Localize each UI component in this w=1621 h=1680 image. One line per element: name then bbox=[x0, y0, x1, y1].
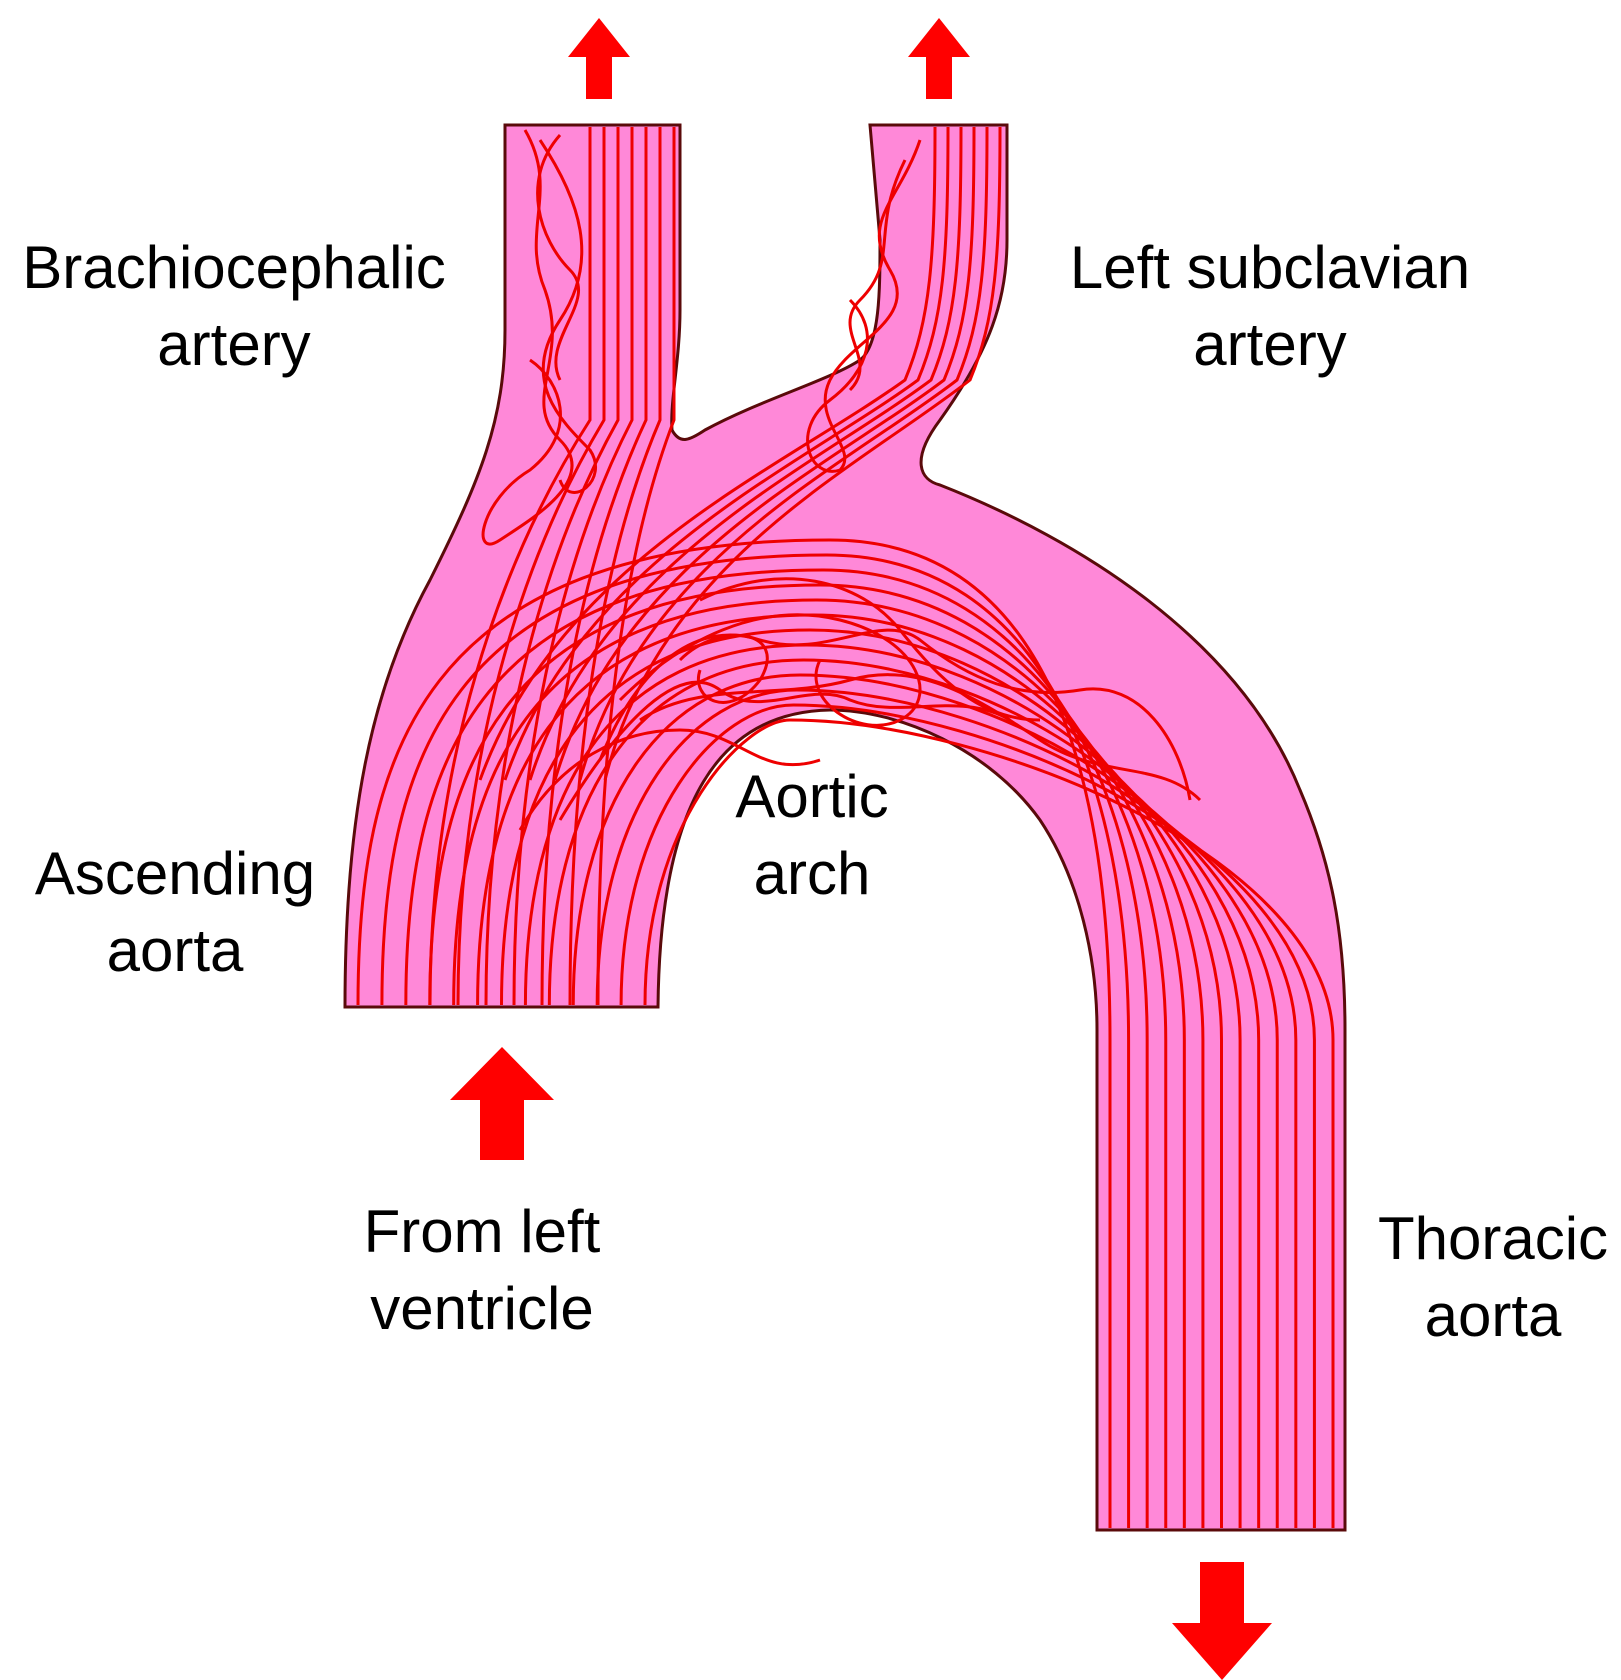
streamline bbox=[523, 643, 1242, 1528]
streamline bbox=[484, 127, 620, 1006]
label-aortic-arch: Aortic arch bbox=[735, 763, 889, 907]
streamline bbox=[404, 568, 1149, 1528]
streamline bbox=[571, 673, 1279, 1528]
streamline bbox=[596, 127, 676, 1006]
streamline bbox=[428, 127, 592, 1006]
streamline bbox=[568, 127, 662, 1006]
streamline bbox=[528, 126, 963, 781]
streamline bbox=[619, 703, 1316, 1528]
arrow-down-thoracic bbox=[1172, 1562, 1272, 1680]
label-left-subclavian-artery: Left subclavian artery bbox=[1069, 234, 1471, 378]
streamline bbox=[478, 126, 937, 781]
streamline bbox=[503, 126, 950, 781]
turbulent-swirls bbox=[481, 129, 1202, 831]
label-from-left-ventricle: From left ventricle bbox=[363, 1198, 601, 1342]
streamline bbox=[603, 126, 1002, 781]
streamlines-branches bbox=[428, 126, 1002, 1006]
label-thoracic-aorta: Thoracic aorta bbox=[1377, 1205, 1609, 1349]
streamline bbox=[512, 127, 634, 1006]
streamline bbox=[452, 598, 1186, 1528]
arrow-up-from-ventricle bbox=[450, 1047, 554, 1160]
label-brachiocephalic-artery: Brachiocephalic artery bbox=[22, 234, 446, 378]
streamline bbox=[547, 658, 1261, 1528]
streamline bbox=[578, 126, 989, 781]
streamline bbox=[540, 127, 648, 1006]
streamline bbox=[380, 553, 1131, 1528]
streamline bbox=[456, 127, 606, 1006]
streamline bbox=[553, 126, 976, 781]
streamline bbox=[428, 583, 1168, 1528]
arrow-up-left-subclavian bbox=[908, 18, 970, 99]
arrow-up-brachiocephalic bbox=[568, 18, 630, 99]
streamline bbox=[595, 688, 1298, 1528]
label-ascending-aorta: Ascending aorta bbox=[34, 840, 316, 984]
streamline bbox=[356, 538, 1112, 1528]
